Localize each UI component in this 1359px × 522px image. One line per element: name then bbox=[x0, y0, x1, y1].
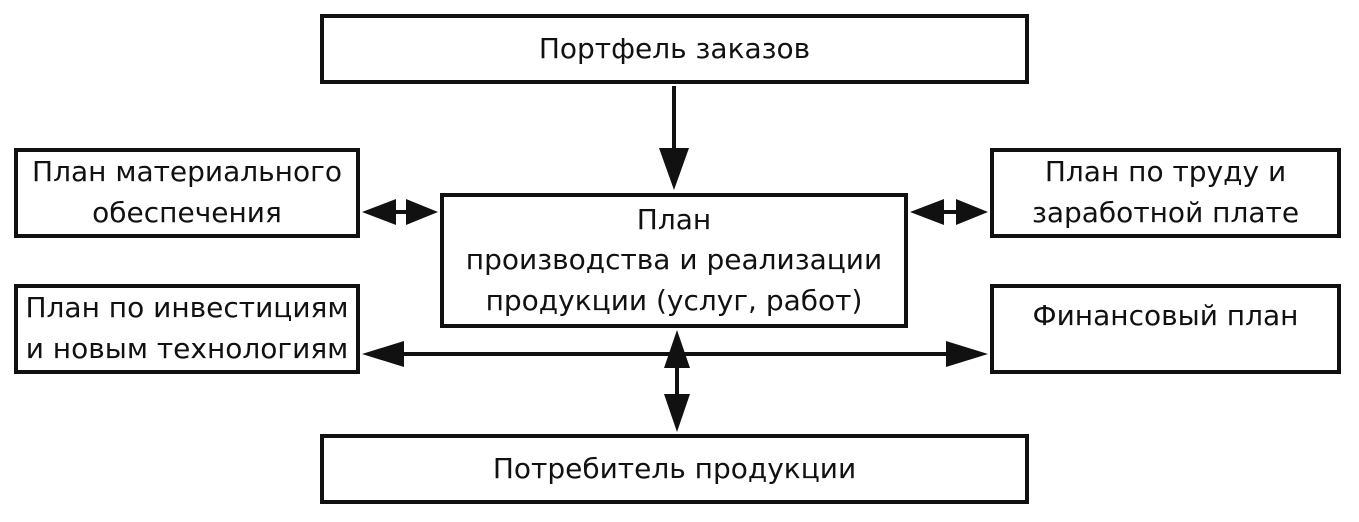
box-label-line: План по труду и bbox=[1044, 155, 1287, 189]
box-investment-technology-plan: План по инвестициям и новым технологиям bbox=[14, 284, 360, 374]
box-label-line: продукции (услуг, работ) bbox=[485, 283, 863, 317]
arrow-production-consumer bbox=[664, 330, 690, 432]
arrow-production-labor bbox=[910, 199, 988, 225]
arrow-orders-to-production bbox=[659, 86, 689, 190]
arrow-material-production bbox=[362, 199, 438, 225]
box-label-line: заработной плате bbox=[1031, 196, 1300, 229]
box-label-line: Потребитель продукции bbox=[492, 451, 857, 485]
box-label-line: План материального bbox=[32, 155, 342, 189]
box-label-line: обеспечения bbox=[92, 196, 282, 229]
box-label-line: План по инвестициям bbox=[25, 291, 349, 325]
box-financial-plan: Финансовый план bbox=[990, 284, 1341, 374]
box-labor-wages-plan: План по труду и заработной плате bbox=[990, 148, 1341, 238]
box-label-line: Портфель заказов bbox=[538, 31, 811, 65]
box-label-line: и новым технологиям bbox=[25, 332, 349, 365]
box-label-line: производства и реализации bbox=[465, 243, 883, 277]
box-order-portfolio: Портфель заказов bbox=[320, 14, 1029, 84]
box-material-supply-plan: План материального обеспечения bbox=[14, 148, 360, 238]
box-label-line: План bbox=[636, 202, 712, 236]
box-label-line: Финансовый план bbox=[1032, 299, 1299, 332]
box-product-consumer: Потребитель продукции bbox=[320, 434, 1029, 504]
box-production-sales-plan: План производства и реализации продукции… bbox=[440, 193, 908, 328]
